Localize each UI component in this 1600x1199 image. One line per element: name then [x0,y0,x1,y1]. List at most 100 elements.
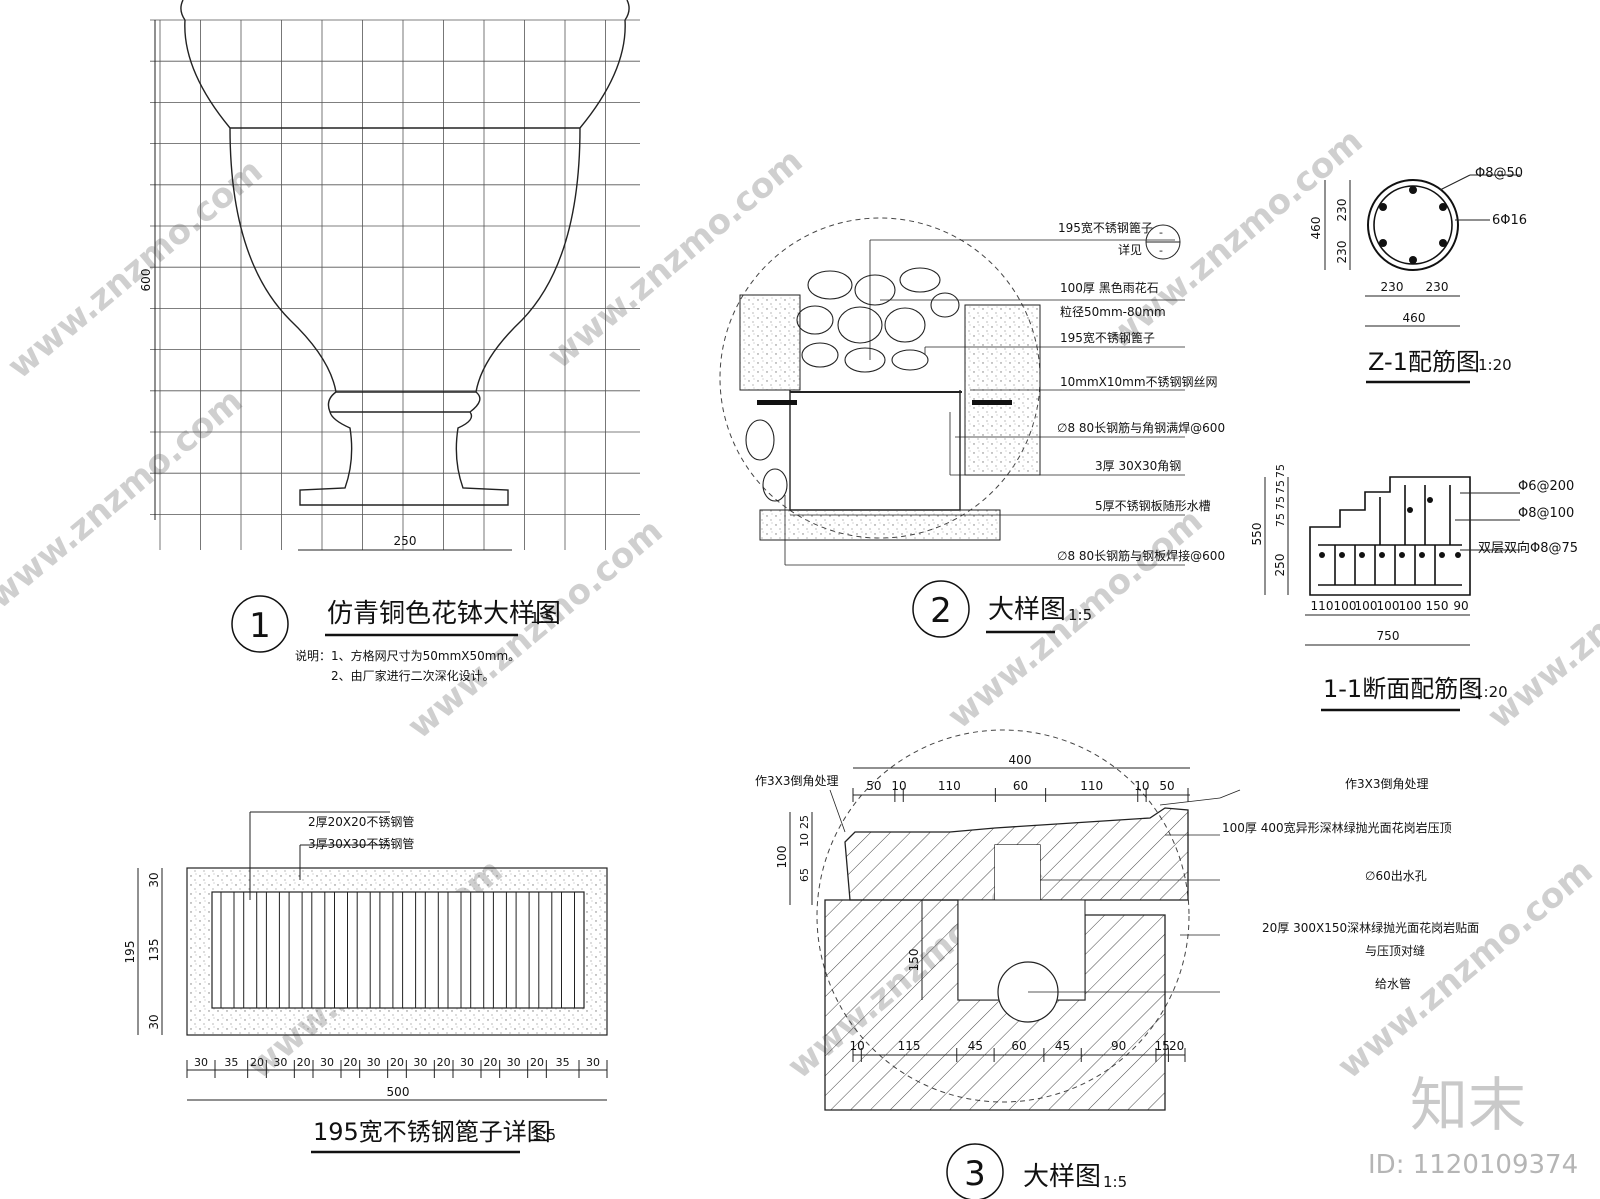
z1-dim-v: 230 [1335,241,1349,264]
ref-label: 195宽不锈钢篦子 [1058,220,1153,235]
grate-bar [265,891,280,1009]
watermark-text: www.znzmo.com [1100,121,1370,357]
urn-grid [150,19,640,550]
d3-dim-top: 60 [1013,779,1028,793]
d3-dim-top: 50 [866,779,881,793]
d3-dim-top: 50 [1159,779,1174,793]
grate-dim-bottom: 20 [250,1056,264,1069]
grate-dim-left: 30 [147,872,161,887]
label-trough: 5厚不锈钢板随形水槽 [1095,498,1211,513]
detail-title: 仿青铜色花钵大样图 [327,599,561,629]
z1-title: Z-1配筋图 [1368,348,1480,376]
grate-dim-total: 500 [387,1085,410,1099]
grate-dim-bottom: 20 [530,1056,544,1069]
grate-dim-bottom: 35 [224,1056,238,1069]
grate-bar [379,891,394,1009]
label-outlet: ∅60出水孔 [1365,869,1427,883]
d3-dim-bottom: 45 [968,1039,983,1053]
grate-dim-bottom: 30 [413,1056,427,1069]
s11-dim-step: 75 [1274,464,1287,478]
grate-dim-bottom: 30 [586,1056,600,1069]
grate-dim-bottom: 30 [460,1056,474,1069]
label-coping: 100厚 400宽异形深林绿抛光面花岗岩压顶 [1222,820,1452,835]
s11-dim-bottom: 100 [1399,599,1422,613]
detail-scale: 1:5 [1103,1173,1127,1191]
grate-dim-bottom: 30 [507,1056,521,1069]
grate-dim-left-total: 195 [123,941,137,964]
z1-dim-h-total: 460 [1403,311,1426,325]
urn-dim-width: 250 [394,534,417,548]
detail-scale: 1:5 [1068,606,1092,624]
s11-dim-step: 75 [1274,496,1287,510]
grate-dim-bottom: 35 [556,1056,570,1069]
detail-2-leaders [784,239,1185,566]
watermark-text: www.znzmo.com [0,381,250,617]
s11-label-3: 双层双向Φ8@75 [1478,540,1578,556]
z1-dim-v-total: 460 [1309,217,1323,240]
label-chamfer-right: 作3X3倒角处理 [1345,777,1429,791]
grate-detail: 2厚20X20不锈钢管 3厚30X30不锈钢管 195 30 135 30 30… [123,811,608,1154]
section-1-1: Φ6@200 Φ8@100 双层双向Φ8@75 550 250 75 75 75… [1250,464,1578,712]
grate-dim-bottom: 30 [194,1056,208,1069]
z1-main-label: 6Φ16 [1492,213,1527,228]
s11-dim-bottom: 150 [1426,599,1449,613]
d3-dim-inner: 150 [907,949,921,972]
id-label: ID: 1120109374 [1368,1150,1578,1180]
s11-label-2: Φ8@100 [1518,506,1574,521]
label-grate: 195宽不锈钢篦子 [1060,330,1155,345]
pebbles [745,267,960,502]
s11-dim-left: 550 [1250,523,1264,546]
grate-bar [492,891,507,1009]
detail-title: 大样图 [1023,1162,1101,1192]
label-facing: 20厚 300X150深林绿抛光面花岗岩贴面 [1262,920,1479,935]
detail-scale: 1:5 [530,609,554,627]
grate-dim-bottom: 20 [343,1056,357,1069]
z1-scale: 1:20 [1478,356,1512,374]
detail-2-section: 195宽不锈钢篦子 详见 - - 100厚 黑色雨花石 粒径50mm-80mm … [719,217,1225,638]
d3-dim-bottom: 45 [1055,1039,1070,1053]
grate-bar [447,891,462,1009]
d3-dim-bottom: 15 [1155,1039,1170,1053]
d3-dim-top: 110 [938,779,961,793]
grate-label-1: 2厚20X20不锈钢管 [308,814,414,829]
grate-dim-left: 30 [147,1014,161,1029]
grate-dim-bottom: 30 [273,1056,287,1069]
d3-dim-bottom: 90 [1111,1039,1126,1053]
label-angle-steel: 3厚 30X30角钢 [1095,459,1181,473]
d3-dim-left-total: 100 [775,846,789,869]
urn-outline [180,0,630,506]
detail-number: 1 [249,606,271,646]
d3-dim-bottom: 60 [1011,1039,1026,1053]
s11-dim-bottom: 100 [1355,599,1378,613]
grate-title: 195宽不锈钢篦子详图 [313,1118,551,1146]
grate-dim-bottom: 20 [297,1056,311,1069]
d3-dim-top-total: 400 [1009,753,1032,767]
label-pebble: 100厚 黑色雨花石 [1060,280,1159,295]
detail-title: 大样图 [988,595,1066,625]
note-line-1: 说明：1、方格网尺寸为50mmX50mm。 [295,648,520,663]
detail-number: 2 [930,591,952,631]
grate-bar [334,891,348,1009]
detail-1-urn: 600 250 1 仿青铜色花钵大样图 1:5 说明：1、方格网尺寸为50mmX… [139,0,640,683]
grate-dim-bottom: 20 [437,1056,451,1069]
d3-dim-bottom: 115 [898,1039,921,1053]
s11-dim-total: 750 [1377,629,1400,643]
brand-logo: 知末 [1410,1071,1526,1139]
s11-scale: 1:20 [1474,683,1508,701]
d3-dim-left: 25 [798,815,811,829]
grate-bar [561,891,575,1009]
note-line-2: 2、由厂家进行二次深化设计。 [331,668,495,683]
s11-dim-step: 75 [1274,513,1287,527]
grate-scale: 1:5 [532,1126,556,1144]
watermark-text: www.znzmo.com [1480,501,1600,737]
watermark-text: www.znzmo.com [1330,851,1600,1087]
grate-bar [311,891,326,1009]
urn-dim-height: 600 [139,269,153,292]
detail-number-circle [231,595,289,653]
s11-dim-bottom: 100 [1377,599,1400,613]
s11-dim-bottom: 90 [1453,599,1468,613]
grate-dim-bottom: 20 [390,1056,404,1069]
label-pebble-size: 粒径50mm-80mm [1060,304,1166,319]
s11-label-1: Φ6@200 [1518,479,1574,494]
